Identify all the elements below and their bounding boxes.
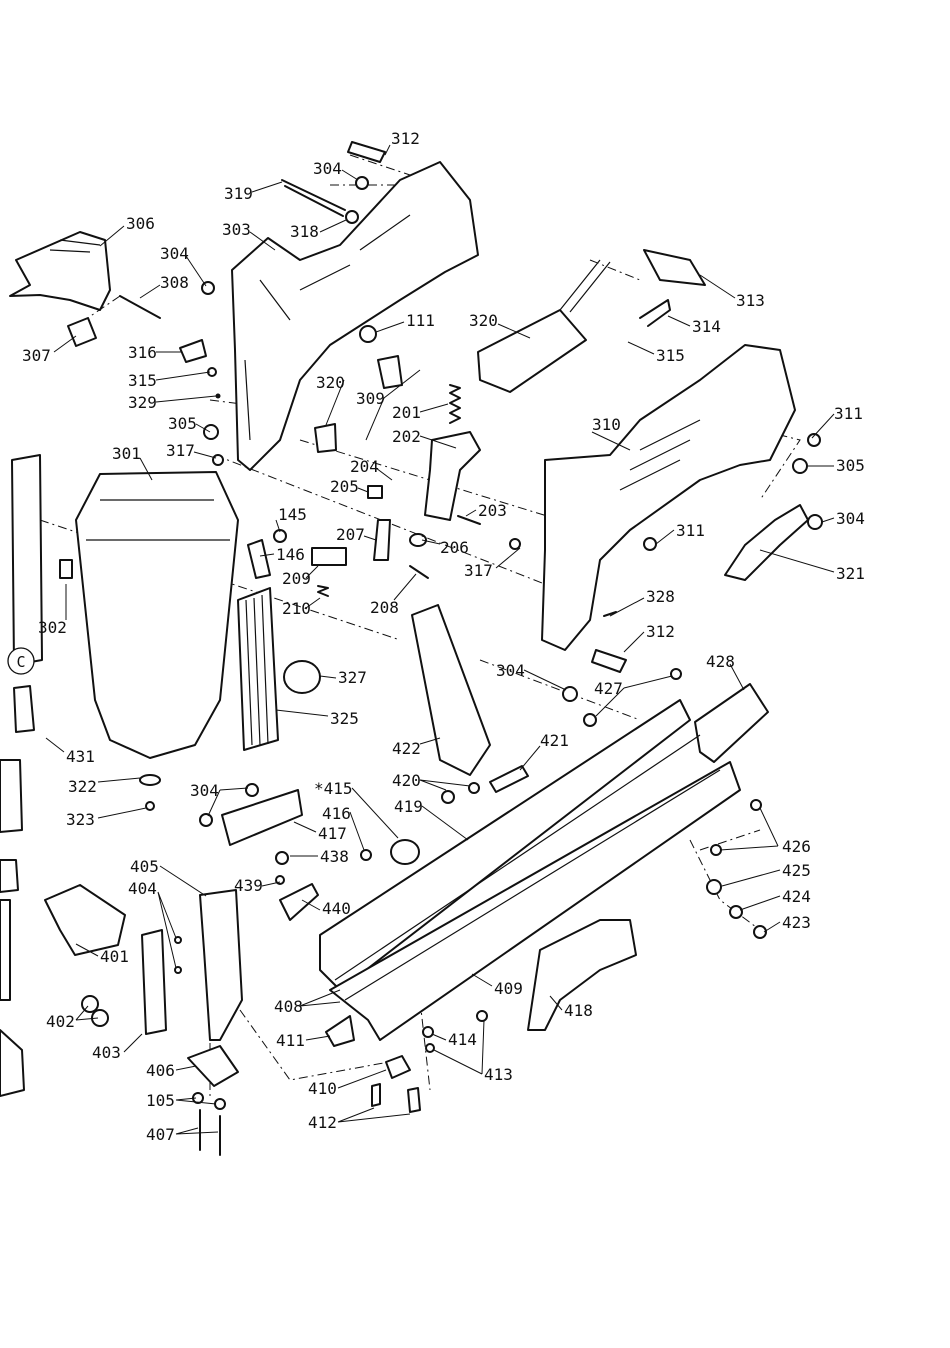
callout-305-b: 305 [836, 456, 865, 475]
callout-145: 145 [278, 505, 307, 524]
callout-411: 411 [276, 1031, 305, 1050]
callout-304-d: 304 [496, 661, 525, 680]
callout-323: 323 [66, 810, 95, 829]
callout-325: 325 [330, 709, 359, 728]
callout-315: 315 [656, 346, 685, 365]
callout-labels: 312 304 319 318 303 306 304 308 307 111 … [22, 129, 865, 1144]
callout-312: 312 [391, 129, 420, 148]
callout-414: 414 [448, 1030, 477, 1049]
callout-428: 428 [706, 652, 735, 671]
callout-423: 423 [782, 913, 811, 932]
callout-316: 316 [128, 343, 157, 362]
callout-401: 401 [100, 947, 129, 966]
callout-310: 310 [592, 415, 621, 434]
callout-424: 424 [782, 887, 811, 906]
callout-329: 329 [128, 393, 157, 412]
callout-209: 209 [282, 569, 311, 588]
callout-308: 308 [160, 273, 189, 292]
callout-321: 321 [836, 564, 865, 583]
callout-315-b: 315 [128, 371, 157, 390]
callout-417: 417 [318, 824, 347, 843]
callout-426: 426 [782, 837, 811, 856]
callout-304-b: 304 [160, 244, 189, 263]
callout-407: 407 [146, 1125, 175, 1144]
callout-328: 328 [646, 587, 675, 606]
callout-203: 203 [478, 501, 507, 520]
callout-327: 327 [338, 668, 367, 687]
callout-314: 314 [692, 317, 721, 336]
callout-440: 440 [322, 899, 351, 918]
callout-301: 301 [112, 444, 141, 463]
callout-313: 313 [736, 291, 765, 310]
callout-311-b: 311 [676, 521, 705, 540]
callout-427: 427 [594, 679, 623, 698]
callout-210: 210 [282, 599, 311, 618]
callout-438: 438 [320, 847, 349, 866]
callout-206: 206 [440, 538, 469, 557]
detail-marker-label: C [16, 653, 25, 671]
callout-311: 311 [834, 404, 863, 423]
callout-322: 322 [68, 777, 97, 796]
callout-305: 305 [168, 414, 197, 433]
callout-304-c: 304 [836, 509, 865, 528]
callout-402: 402 [46, 1012, 75, 1031]
callout-307: 307 [22, 346, 51, 365]
callout-146: 146 [276, 545, 305, 564]
callout-422: 422 [392, 739, 421, 758]
callout-415: *415 [314, 779, 353, 798]
part-outlines [0, 141, 823, 1156]
callout-405: 405 [130, 857, 159, 876]
callout-418: 418 [564, 1001, 593, 1020]
callout-317-b: 317 [464, 561, 493, 580]
callout-205: 205 [330, 477, 359, 496]
callout-409: 409 [494, 979, 523, 998]
callout-105: 105 [146, 1091, 175, 1110]
callout-320-b: 320 [316, 373, 345, 392]
callout-404: 404 [128, 879, 157, 898]
callout-431: 431 [66, 747, 95, 766]
callout-416: 416 [322, 804, 351, 823]
callout-202: 202 [392, 427, 421, 446]
callout-420: 420 [392, 771, 421, 790]
callout-306: 306 [126, 214, 155, 233]
callout-201: 201 [392, 403, 421, 422]
callout-318: 318 [290, 222, 319, 241]
callout-403: 403 [92, 1043, 121, 1062]
callout-425: 425 [782, 861, 811, 880]
callout-421: 421 [540, 731, 569, 750]
callout-410: 410 [308, 1079, 337, 1098]
callout-312-b: 312 [646, 622, 675, 641]
leader-lines [45, 144, 835, 1135]
callout-204: 204 [350, 457, 379, 476]
callout-439: 439 [234, 876, 263, 895]
callout-408: 408 [274, 997, 303, 1016]
callout-320: 320 [469, 311, 498, 330]
callout-419: 419 [394, 797, 423, 816]
callout-406: 406 [146, 1061, 175, 1080]
callout-413: 413 [484, 1065, 513, 1084]
callout-208: 208 [370, 598, 399, 617]
callout-317: 317 [166, 441, 195, 460]
callout-319: 319 [224, 184, 253, 203]
callout-412: 412 [308, 1113, 337, 1132]
callout-304: 304 [313, 159, 342, 178]
callout-309: 309 [356, 389, 385, 408]
callout-303: 303 [222, 220, 251, 239]
callout-302: 302 [38, 618, 67, 637]
callout-304-e: 304 [190, 781, 219, 800]
callout-111: 111 [406, 311, 435, 330]
detail-marker-circle [7, 647, 35, 675]
callout-207: 207 [336, 525, 365, 544]
